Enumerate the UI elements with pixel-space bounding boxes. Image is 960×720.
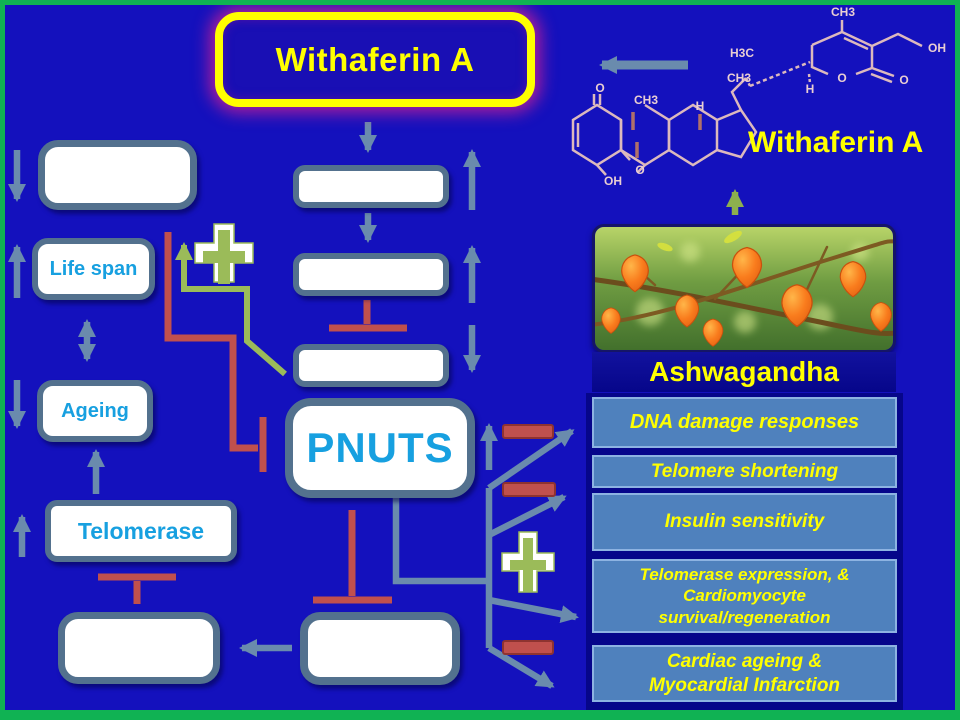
effect-box-telomere-shortening: Telomere shortening (592, 455, 897, 488)
page-title: Withaferin A (275, 40, 475, 78)
withaferin-structure: O OH O CH3 H H3C CH3 H CH3 O O OH (571, 5, 946, 188)
title-box: Withaferin A (215, 12, 535, 107)
box-bottom-left-empty (58, 612, 220, 684)
fan-elbow-from-pnuts (392, 498, 489, 585)
atom-label: CH3 (634, 93, 658, 107)
atom-label: O (837, 71, 846, 85)
structure-caption: Withaferin A (748, 126, 924, 159)
box-life-span: Life span (32, 238, 155, 300)
effect-box-dna-damage-label: DNA damage responses (629, 411, 860, 433)
box-telomerase-label: Telomerase (77, 517, 205, 544)
ashwagandha-photo (592, 224, 896, 353)
fan-arrow-cardiac-ageing (487, 645, 555, 689)
box-center-2-empty (293, 253, 449, 296)
atom-label: OH (604, 174, 622, 188)
atom-label: H3C (730, 46, 754, 60)
atom-label: H (806, 82, 815, 96)
effect-box-dna-damage: DNA damage responses (592, 397, 897, 448)
fan-arrow-telomere-shortening (487, 494, 567, 538)
box-pnuts: PNUTS (285, 398, 475, 498)
effect-box-telomerase-expression: Telomerase expression, & Cardiomyocyte s… (592, 559, 897, 633)
effect-box-telomere-shortening-label: Telomere shortening (650, 460, 839, 482)
minus-icon-telomere-shortening (502, 482, 556, 497)
plus-icon-lifespan (194, 223, 254, 284)
effect-box-telomerase-expression-label: Telomerase expression, & Cardiomyocyte s… (639, 565, 850, 627)
atom-label: O (899, 73, 908, 87)
box-center-1-empty (293, 165, 449, 208)
atom-label: O (595, 81, 604, 95)
fan-arrow-telomerase-expression (488, 596, 579, 623)
minus-icon-cardiac-ageing (502, 640, 554, 655)
effect-box-cardiac-ageing: Cardiac ageing & Myocardial Infarction (592, 645, 897, 702)
atom-label: CH3 (831, 5, 855, 19)
box-center-3-empty (293, 344, 449, 387)
box-ageing-label: Ageing (61, 399, 129, 422)
effect-box-insulin-sensitivity-label: Insulin sensitivity (664, 511, 825, 533)
atom-label: O (635, 163, 644, 177)
effect-box-insulin-sensitivity: Insulin sensitivity (592, 493, 897, 551)
fan-arrow-dna-damage (487, 428, 575, 491)
atom-label: OH (928, 41, 946, 55)
box-top-left-empty (38, 140, 197, 210)
plus-icon-telomerase-expression (501, 531, 555, 593)
box-bottom-center-empty (300, 612, 460, 685)
ashwagandha-photo-art (595, 227, 893, 350)
atom-label: H (696, 99, 705, 113)
box-ageing: Ageing (37, 380, 153, 442)
minus-icon-dna-damage (502, 424, 554, 439)
inhibition-line-to-pnuts (164, 232, 258, 452)
atom-label: CH3 (727, 71, 751, 85)
ashwagandha-caption: Ashwagandha (592, 352, 896, 392)
box-telomerase: Telomerase (45, 500, 237, 562)
activation-arrow-pnuts-to-lifespan (175, 242, 287, 377)
box-life-span-label: Life span (49, 257, 138, 280)
effect-box-cardiac-ageing-label: Cardiac ageing & Myocardial Infarction (648, 650, 841, 696)
pnuts-label: PNUTS (306, 424, 454, 471)
